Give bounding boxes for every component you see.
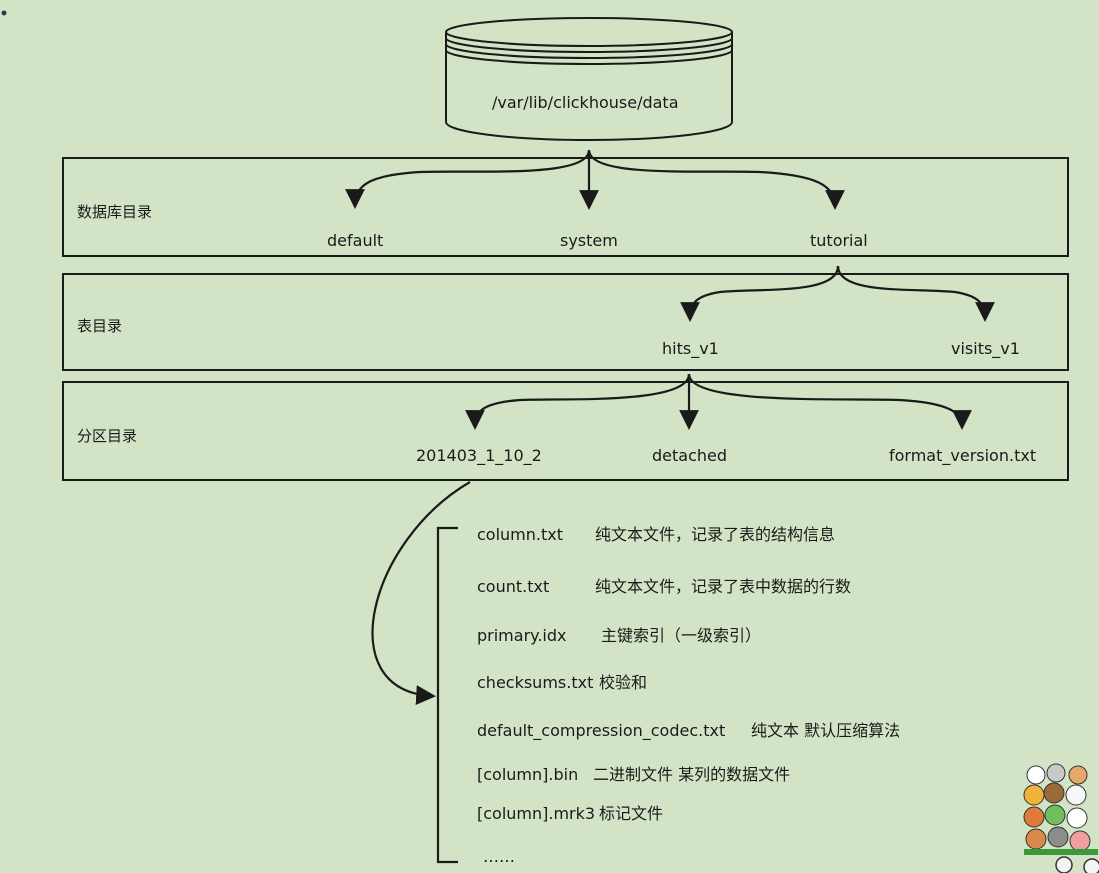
table-section-box	[62, 273, 1069, 371]
table-hits-v1: hits_v1	[662, 339, 719, 358]
file-name: checksums.txt	[477, 673, 594, 692]
table-visits-v1: visits_v1	[951, 339, 1020, 358]
database-tutorial: tutorial	[810, 231, 868, 250]
partition-section-label: 分区目录	[77, 427, 138, 445]
file-desc: 校验和	[599, 673, 648, 692]
table-section-label: 表目录	[77, 317, 123, 335]
file-item-count-txt: count.txt 纯文本文件，记录了表中数据的行数	[477, 577, 851, 597]
file-desc: 纯文本文件，记录了表的结构信息	[595, 525, 836, 544]
arrow-to-default	[345, 149, 591, 209]
database-section-label: 数据库目录	[77, 203, 153, 221]
file-item-default-compression-codec: default_compression_codec.txt 纯文本 默认压缩算法	[477, 721, 900, 741]
arrow-to-files	[371, 481, 471, 705]
arrow-to-partition	[465, 373, 691, 430]
file-name: ……	[483, 847, 515, 866]
arrow-to-visits	[836, 265, 995, 322]
file-name: column.txt	[477, 525, 563, 544]
detached-dir: detached	[652, 446, 728, 465]
file-desc: 标记文件	[599, 804, 664, 823]
file-item-primary-idx: primary.idx 主键索引（一级索引）	[477, 626, 761, 646]
file-item-column-bin: [column].bin 二进制文件 某列的数据文件	[477, 765, 790, 785]
file-name: [column].bin	[477, 765, 579, 784]
corner-dot	[1, 10, 7, 16]
database-section-box	[62, 157, 1069, 257]
file-desc: 主键索引（一级索引）	[601, 626, 762, 645]
arrow-to-hits	[680, 265, 840, 322]
file-desc: 纯文本 默认压缩算法	[751, 721, 901, 740]
partition-section-box	[62, 381, 1069, 481]
database-default: default	[327, 231, 384, 250]
file-name: default_compression_codec.txt	[477, 721, 726, 740]
animal-sticker-decoration	[1023, 763, 1099, 873]
file-desc: 二进制文件 某列的数据文件	[593, 765, 791, 784]
file-name: [column].mrk3	[477, 804, 596, 823]
partition-dir: 201403_1_10_2	[416, 446, 542, 465]
file-name: count.txt	[477, 577, 550, 596]
file-desc: 纯文本文件，记录了表中数据的行数	[595, 577, 852, 596]
database-system: system	[560, 231, 618, 250]
file-list-bracket	[436, 526, 458, 864]
storage-cylinder	[445, 17, 733, 141]
file-item-ellipsis: ……	[483, 847, 515, 867]
file-item-checksums-txt: checksums.txt 校验和	[477, 673, 647, 693]
arrow-to-format-version	[687, 373, 972, 430]
arrow-to-tutorial	[587, 149, 845, 210]
format-version-file: format_version.txt	[889, 446, 1037, 465]
file-item-column-txt: column.txt 纯文本文件，记录了表的结构信息	[477, 525, 835, 545]
storage-path-label: /var/lib/clickhouse/data	[492, 93, 679, 112]
file-name: primary.idx	[477, 626, 567, 645]
